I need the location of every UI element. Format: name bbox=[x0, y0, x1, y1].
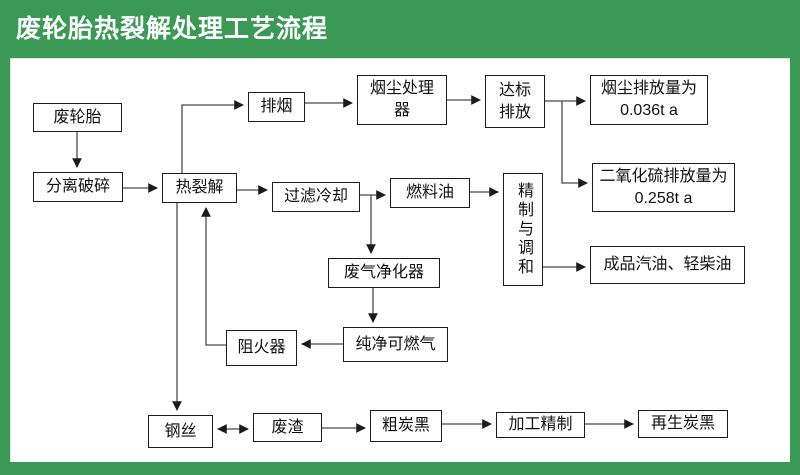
node-dust-processor: 烟尘处理 器 bbox=[357, 75, 447, 125]
node-dust-emission: 烟尘排放量为 0.036t a bbox=[590, 75, 708, 125]
node-waste-tire: 废轮胎 bbox=[33, 103, 122, 132]
node-waste-residue: 废渣 bbox=[253, 413, 322, 442]
node-regenerated-carbon-black: 再生炭黑 bbox=[638, 410, 728, 438]
node-separate-crush: 分离破碎 bbox=[33, 172, 123, 202]
node-flame-arrester: 阻火器 bbox=[226, 330, 297, 366]
page-title: 废轮胎热裂解处理工艺流程 bbox=[16, 15, 329, 43]
node-pyrolysis: 热裂解 bbox=[162, 173, 237, 203]
title-bar: 废轮胎热裂解处理工艺流程 bbox=[0, 0, 800, 58]
node-finished-oil: 成品汽油、轻柴油 bbox=[590, 246, 745, 284]
node-standard-discharge: 达标 排放 bbox=[485, 75, 545, 128]
node-so2-emission: 二氧化硫排放量为 0.258t a bbox=[592, 163, 735, 212]
node-fuel-oil: 燃料油 bbox=[390, 178, 470, 208]
node-pure-gas: 纯净可燃气 bbox=[343, 327, 448, 362]
node-processing-refine: 加工精制 bbox=[496, 412, 585, 438]
node-smoke-exhaust: 排烟 bbox=[248, 92, 305, 122]
node-steel-wire: 钢丝 bbox=[148, 415, 213, 448]
node-crude-carbon-black: 粗炭黑 bbox=[370, 410, 442, 442]
node-filter-cooling: 过滤冷却 bbox=[272, 182, 360, 212]
node-gas-purifier: 废气净化器 bbox=[328, 258, 440, 288]
node-refine-blend: 精制与调和 bbox=[503, 173, 543, 286]
